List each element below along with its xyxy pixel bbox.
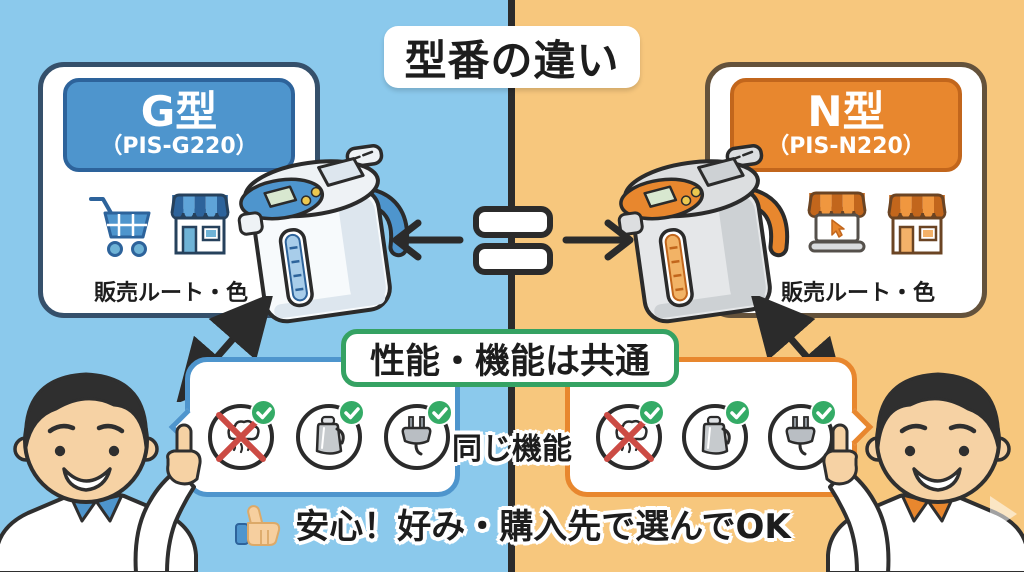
feature-bubble-g [168,357,460,497]
center-divider-line [508,0,515,572]
person-right-illustration [822,372,1024,572]
person-left-illustration [0,372,202,572]
g-model-code: （PIS-G220） [100,133,258,159]
water-boiler-n-illustration [617,144,790,324]
page-title: 型番の違い [384,26,640,88]
check-badge-icon [250,399,277,426]
store-icon [170,193,230,255]
common-spec-banner: 性能・機能は共通 [341,329,679,387]
n-model-header: N型 （PIS-N220） [730,78,962,172]
thumbs-up-icon [235,505,281,546]
check-badge-icon [338,399,365,426]
check-badge-icon [638,399,665,426]
n-model-code: （PIS-N220） [767,133,925,159]
footer-note-text: 安心！好み・購入先で選んでOK [295,506,791,547]
kettle-icon [682,399,751,470]
equals-sign [392,206,634,275]
kettle-icon [296,399,365,470]
online-store-icon [807,191,867,253]
arrow-right-icon [562,219,634,261]
g-model-name: G型 [140,86,218,136]
play-button[interactable] [990,496,1017,532]
n-model-name: N型 [807,86,885,136]
footer-note: 安心！好み・購入先で選んでOK [0,497,1024,549]
check-badge-icon [724,399,751,426]
g-model-header: G型 （PIS-G220） [63,78,295,172]
arrow-left-icon [392,219,464,261]
check-badge-icon [810,399,837,426]
no-steam-icon [208,399,277,470]
same-function-label: 同じ機能 [452,432,572,467]
store-icon [887,193,947,255]
no-steam-icon [596,399,665,470]
check-badge-icon [426,399,453,426]
cart-icon [89,197,151,257]
plug-icon [384,399,453,470]
water-boiler-g-illustration [237,144,410,324]
